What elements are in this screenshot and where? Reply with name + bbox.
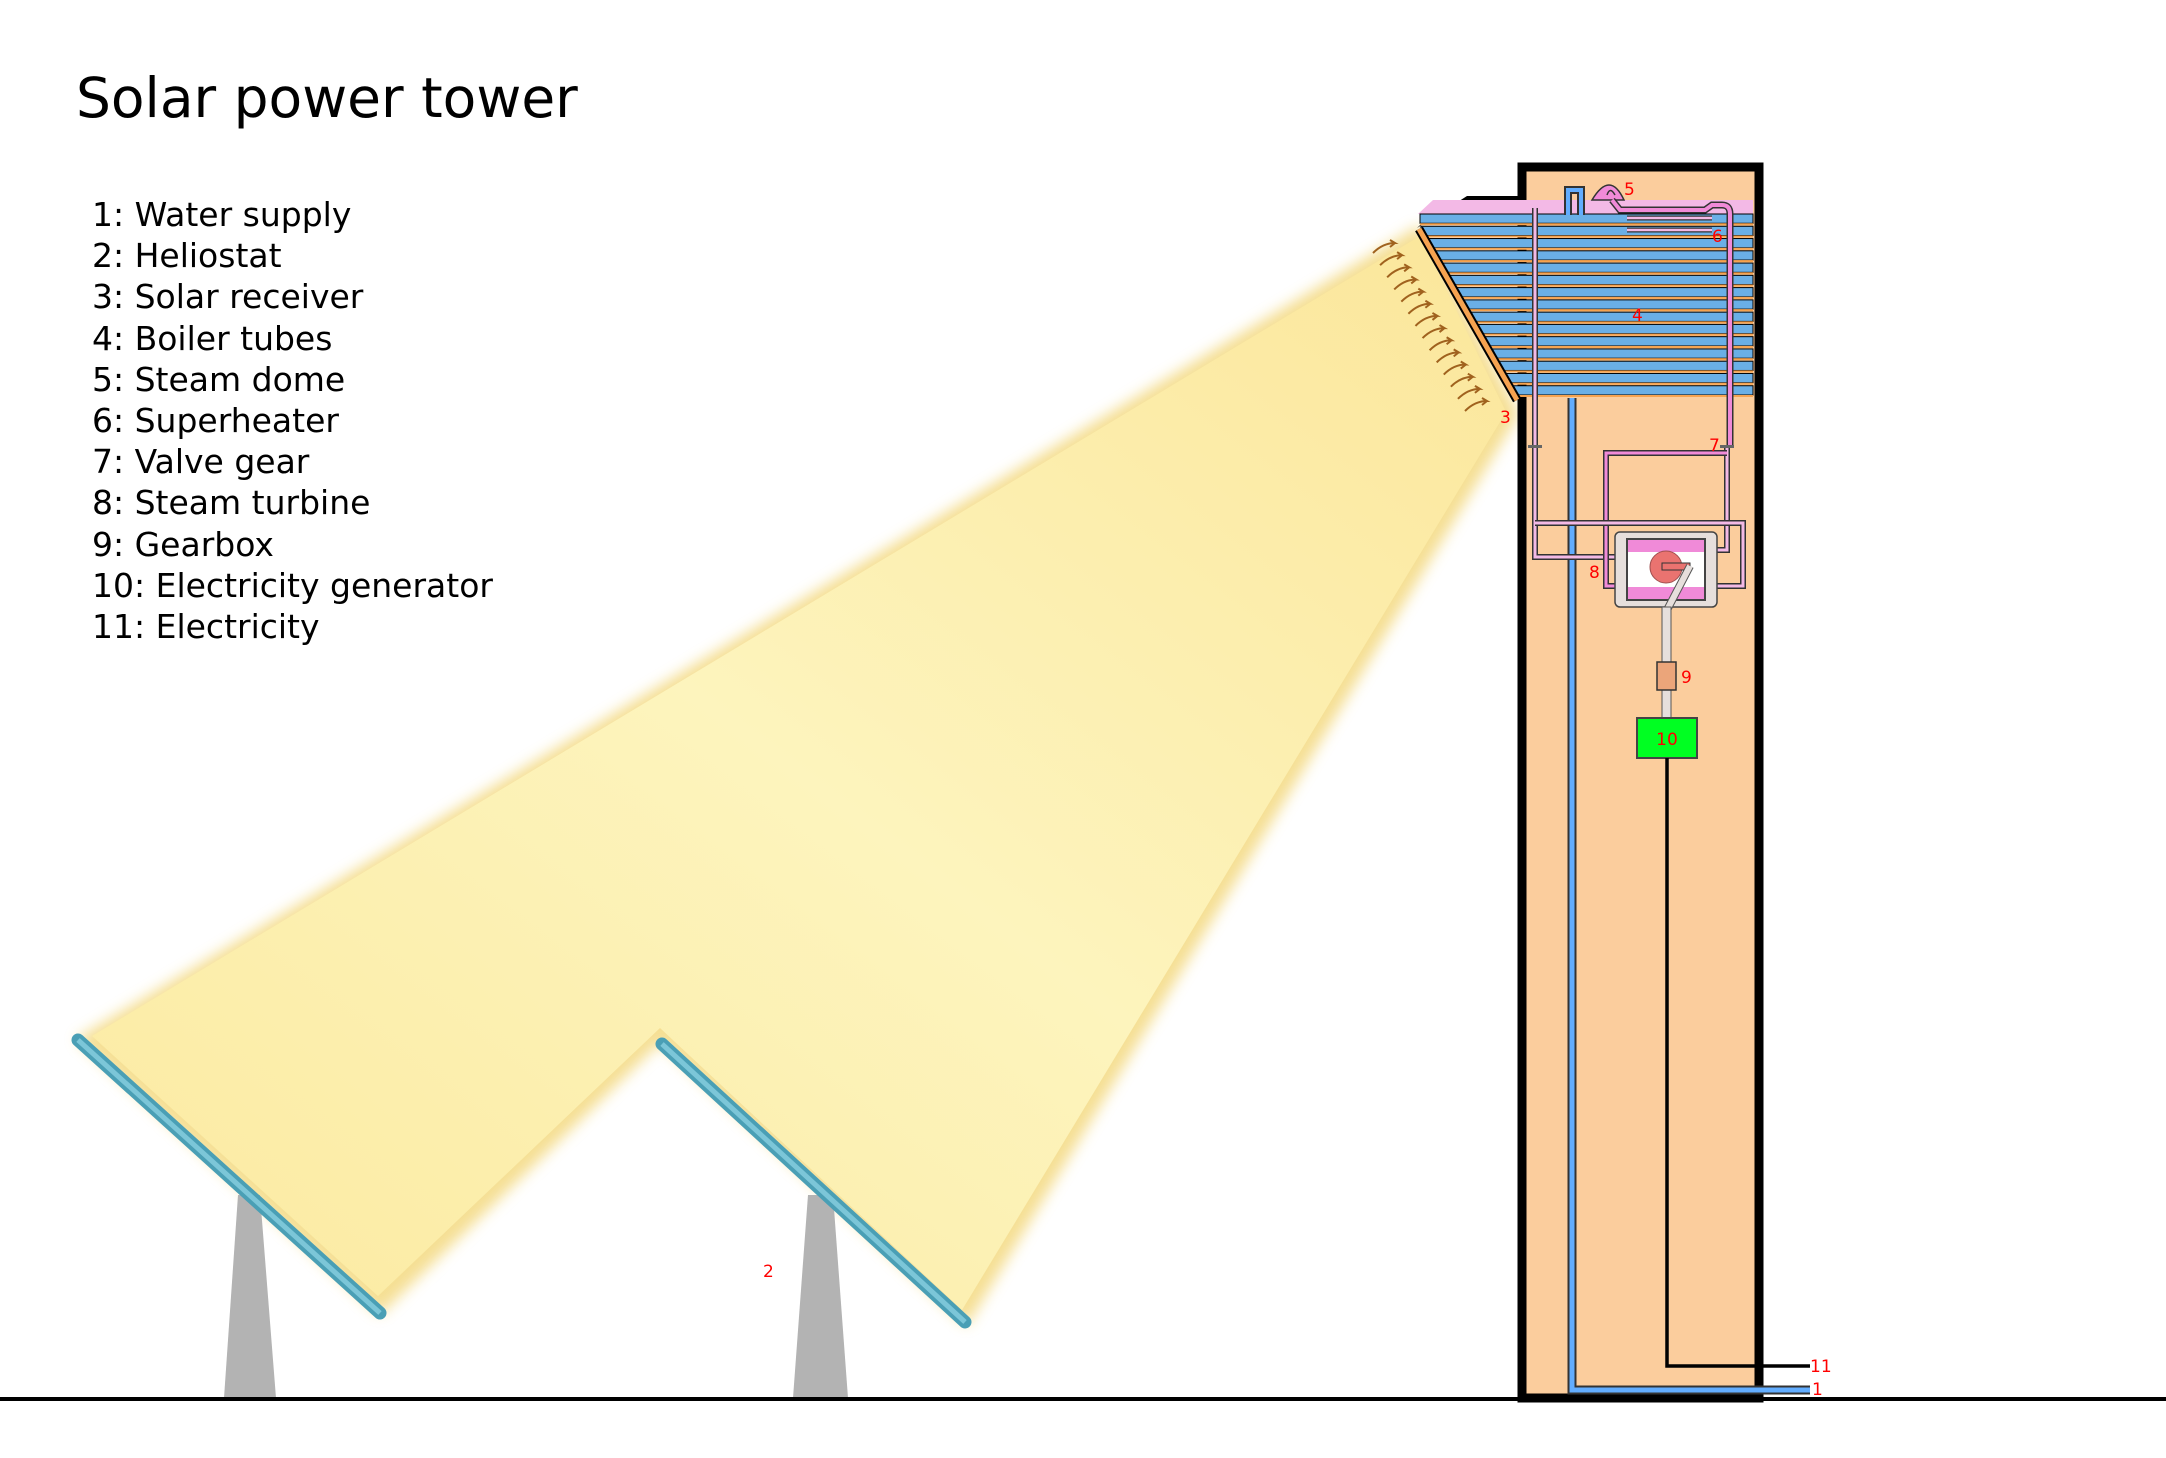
legend-item: 10: Electricity generator — [92, 565, 493, 605]
label-heliostat: 2 — [763, 1262, 774, 1282]
boiler-tube — [1455, 287, 1754, 298]
boiler-tube — [1511, 385, 1754, 396]
tube-fin — [1477, 333, 1753, 336]
label-gearbox: 9 — [1681, 668, 1692, 688]
dome-inner — [1606, 189, 1616, 196]
tube-fin — [1427, 247, 1753, 250]
boiler-tube — [1469, 311, 1754, 322]
arrow-icon — [1393, 275, 1420, 291]
label-steam-dome: 5 — [1624, 180, 1635, 200]
legend-item: 5: Steam dome — [92, 359, 346, 399]
tube-fin — [1505, 382, 1753, 385]
gearbox — [1656, 661, 1677, 691]
arrow-icon — [1407, 299, 1434, 315]
label-electricity: 11 — [1810, 1357, 1832, 1377]
tube-fin — [1498, 370, 1753, 373]
steam-turbine — [1614, 531, 1718, 612]
boiler-tube — [1462, 299, 1754, 310]
diagram-title: Solar power tower — [76, 66, 578, 130]
boiler-tube — [1490, 348, 1754, 359]
tube-fin — [1463, 309, 1753, 312]
superheater — [1609, 197, 1734, 445]
light-beam — [76, 225, 1519, 1326]
boiler-tube — [1504, 372, 1754, 384]
arrow-icon — [1457, 384, 1484, 400]
boiler-tube — [1427, 238, 1754, 249]
label-water-supply: 1 — [1812, 1380, 1823, 1400]
tube-fin — [1512, 395, 1753, 397]
tube-fin — [1442, 272, 1753, 275]
legend-item: 2: Heliostat — [92, 236, 282, 276]
tube-fin — [1420, 235, 1753, 238]
arrow-icon — [1450, 372, 1477, 388]
tube-fin — [1456, 296, 1753, 299]
arrow-icon — [1421, 324, 1449, 339]
heliostat-pole — [224, 1195, 276, 1398]
boiler-tube — [1476, 323, 1754, 335]
boiler-tubes — [1419, 213, 1754, 397]
legend-item: 7: Valve gear — [92, 442, 310, 482]
arrow-icon — [1400, 287, 1427, 303]
arrow-icon — [1428, 336, 1456, 351]
arrow-icon — [1372, 239, 1399, 254]
tube-fin — [1420, 223, 1753, 226]
label-valve-gear: 7 — [1709, 436, 1720, 456]
arrow-icon — [1379, 251, 1406, 266]
arrow-icon — [1464, 397, 1491, 412]
tube-fin — [1435, 260, 1753, 263]
tube-fin — [1484, 345, 1753, 348]
mirror-highlight — [660, 1042, 967, 1324]
legend-item: 6: Superheater — [92, 401, 339, 441]
arrow-icon — [1443, 360, 1470, 376]
legend-item: 9: Gearbox — [92, 524, 274, 564]
electricity-cable — [1665, 758, 1810, 1368]
legend-item: 1: Water supply — [92, 195, 352, 234]
legend-item: 11: Electricity — [92, 607, 320, 647]
label-boiler-tubes: 4 — [1632, 306, 1643, 326]
mirror-highlight — [76, 1038, 382, 1315]
arrow-icon — [1414, 312, 1442, 327]
arrow-icon — [1435, 348, 1463, 364]
label-generator: 10 — [1656, 730, 1678, 750]
heliostat-pole — [793, 1195, 848, 1398]
legend-item: 8: Steam turbine — [92, 483, 371, 523]
legend-item: 3: Solar receiver — [92, 277, 364, 317]
tube-fin — [1449, 284, 1753, 287]
boiler-tube — [1441, 262, 1754, 273]
tube-fin — [1470, 321, 1753, 324]
receiver-face — [1416, 227, 1520, 402]
boiler-tube — [1434, 250, 1754, 261]
label-steam-turbine: 8 — [1589, 563, 1600, 583]
feed-inlet-fill — [1566, 188, 1583, 215]
water-pipe-fill — [1569, 398, 1810, 1393]
legend: 1: Water supply 2: Heliostat 3: Solar re… — [92, 194, 493, 647]
label-solar-receiver: 3 — [1500, 408, 1511, 428]
arrow-icon — [1386, 263, 1413, 279]
label-superheater: 6 — [1712, 227, 1723, 247]
legend-item: 4: Boiler tubes — [92, 318, 333, 358]
boiler-tube — [1448, 274, 1754, 286]
boiler-tube — [1483, 336, 1754, 347]
sunlight-arrows — [1372, 239, 1491, 412]
tube-fin — [1491, 358, 1753, 361]
